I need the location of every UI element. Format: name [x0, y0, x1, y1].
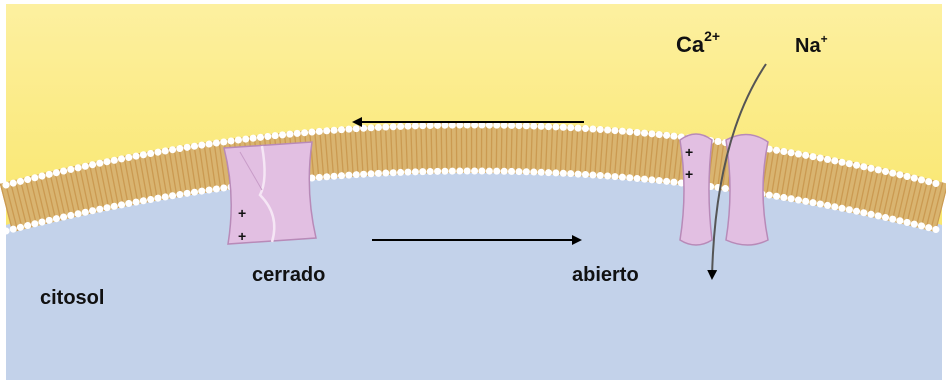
open-label: abierto: [572, 264, 639, 286]
sodium-symbol: Na: [795, 35, 821, 57]
sodium-charge: +: [821, 32, 828, 46]
closed-channel-charge-bottom: +: [238, 228, 246, 244]
closed-channel: + +: [224, 142, 316, 244]
cytosol-label: citosol: [40, 287, 104, 309]
open-channel-charge-top: +: [685, 144, 693, 160]
closed-label: cerrado: [252, 264, 325, 286]
open-channel-charge-bottom: +: [685, 166, 693, 182]
calcium-charge: 2+: [704, 28, 720, 44]
calcium-symbol: Ca: [676, 32, 705, 57]
closed-channel-charge-top: +: [238, 205, 246, 221]
